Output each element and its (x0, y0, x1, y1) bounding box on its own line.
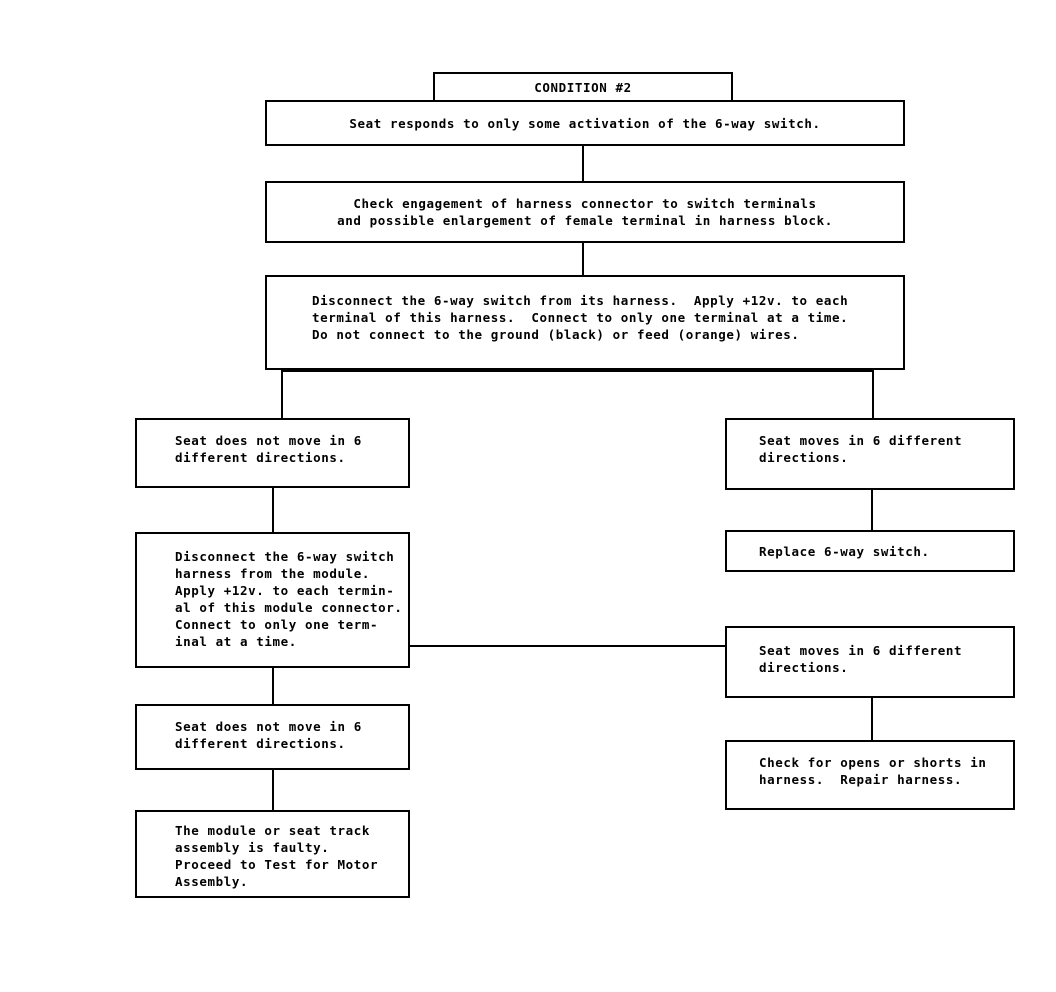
node-left-no-move-1: Seat does not move in 6 different direct… (135, 418, 410, 488)
connector-branch-bus (281, 370, 874, 372)
connector-module-to-nomove2 (272, 668, 274, 704)
node-right-moves-1: Seat moves in 6 different directions. (725, 418, 1015, 490)
node-left-no-move-2: Seat does not move in 6 different direct… (135, 704, 410, 770)
connector-branch-right-drop (872, 370, 874, 418)
node-replace-switch: Replace 6-way switch. (725, 530, 1015, 572)
disconnect-module-line-5: Connect to only one term- (175, 617, 379, 632)
replace-switch-text: Replace 6-way switch. (759, 543, 930, 559)
node-right-moves-2: Seat moves in 6 different directions. (725, 626, 1015, 698)
right-moves-1-line-1: Seat moves in 6 different (759, 433, 963, 448)
symptom-text: Seat responds to only some activation of… (349, 115, 821, 131)
connector-nomove2-to-faulty (272, 770, 274, 810)
node-disconnect-module: Disconnect the 6-way switch harness from… (135, 532, 410, 668)
condition-header-text: CONDITION #2 (534, 79, 632, 95)
disconnect-module-line-4: al of this module connector. (175, 600, 403, 615)
right-moves-2-line-1: Seat moves in 6 different (759, 643, 963, 658)
node-condition-header: CONDITION #2 (433, 72, 733, 102)
connector-rightmoves1-to-replace (871, 490, 873, 530)
connector-branch-left-drop (281, 370, 283, 418)
node-disconnect-switch: Disconnect the 6-way switch from its har… (265, 275, 905, 370)
disconnect-module-line-1: Disconnect the 6-way switch (175, 549, 395, 564)
check-engagement-line-1: Check engagement of harness connector to… (353, 196, 817, 211)
connector-symptom-to-check (582, 143, 584, 187)
disconnect-module-line-3: Apply +12v. to each termin- (175, 583, 395, 598)
disconnect-switch-line-3: Do not connect to the ground (black) or … (312, 327, 800, 342)
left-no-move-2-line-2: different directions. (175, 736, 346, 751)
left-no-move-1-line-1: Seat does not move in 6 (175, 433, 362, 448)
connector-check-to-disconnect (582, 243, 584, 275)
left-no-move-1-line-2: different directions. (175, 450, 346, 465)
node-module-faulty: The module or seat track assembly is fau… (135, 810, 410, 898)
module-faulty-line-1: The module or seat track (175, 823, 371, 838)
connector-module-to-right-moves (408, 645, 727, 647)
check-engagement-line-2: and possible enlargement of female termi… (337, 213, 833, 228)
check-harness-line-2: harness. Repair harness. (759, 772, 963, 787)
node-symptom: Seat responds to only some activation of… (265, 100, 905, 146)
connector-rightmoves2-to-checkharness (871, 698, 873, 740)
module-faulty-line-3: Proceed to Test for Motor (175, 857, 379, 872)
node-check-harness: Check for opens or shorts in harness. Re… (725, 740, 1015, 810)
module-faulty-line-2: assembly is faulty. (175, 840, 330, 855)
right-moves-2-line-2: directions. (759, 660, 849, 675)
right-moves-1-line-2: directions. (759, 450, 849, 465)
disconnect-module-line-2: harness from the module. (175, 566, 371, 581)
check-harness-line-1: Check for opens or shorts in (759, 755, 987, 770)
disconnect-switch-line-1: Disconnect the 6-way switch from its har… (312, 293, 849, 308)
disconnect-module-line-6: inal at a time. (175, 634, 297, 649)
module-faulty-line-4: Assembly. (175, 874, 249, 889)
node-check-engagement: Check engagement of harness connector to… (265, 181, 905, 243)
connector-left-nomove1-to-module (272, 488, 274, 532)
disconnect-switch-line-2: terminal of this harness. Connect to onl… (312, 310, 849, 325)
left-no-move-2-line-1: Seat does not move in 6 (175, 719, 362, 734)
